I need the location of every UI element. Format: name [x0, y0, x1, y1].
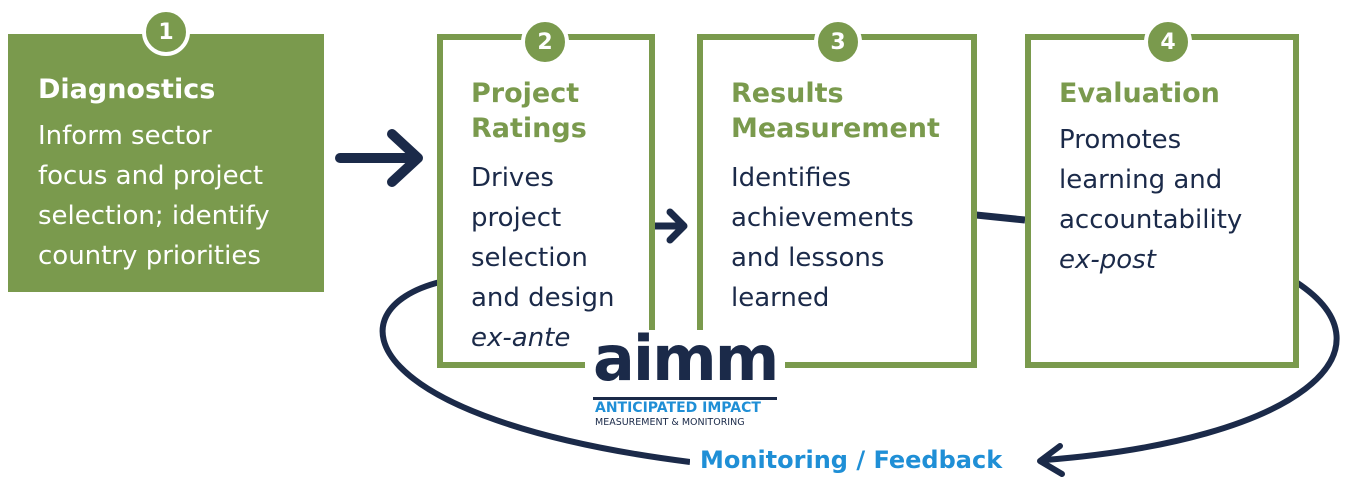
- step-1-desc-line: selection; identify: [38, 201, 270, 231]
- logo-tagline-line-2: MEASUREMENT & MONITORING: [595, 417, 745, 428]
- step-2-desc-line: and design: [471, 283, 615, 313]
- step-4-desc-italic: ex-post: [1059, 245, 1156, 275]
- step-3-badge: 3: [814, 18, 862, 66]
- step-3-title: Results Measurement: [731, 76, 940, 146]
- step-3-desc-line: achievements: [731, 203, 914, 233]
- step-4-desc-line: accountability: [1059, 205, 1243, 235]
- step-1-description: Inform sector focus and project selectio…: [38, 116, 270, 276]
- feedback-loop-line: [379, 279, 691, 465]
- step-1-title: Diagnostics: [38, 74, 216, 105]
- step-3-desc-line: and lessons: [731, 243, 885, 273]
- arrow-1-to-2-head: [387, 129, 423, 187]
- step-2-desc-line: selection: [471, 243, 588, 273]
- step-4-desc-line: Promotes: [1059, 125, 1182, 155]
- step-2-title-line: Ratings: [471, 113, 587, 144]
- step-2-desc-italic: ex-ante: [471, 323, 571, 353]
- step-2-desc-line: project: [471, 203, 562, 233]
- connector-3-to-4: [975, 211, 1026, 224]
- monitoring-feedback-label: Monitoring / Feedback: [690, 446, 1013, 474]
- step-1-desc-line: Inform sector: [38, 121, 212, 151]
- step-4-title: Evaluation: [1059, 78, 1220, 109]
- step-3-desc-line: Identifies: [731, 163, 851, 193]
- step-2-title: Project Ratings: [471, 76, 587, 146]
- step-3-title-line: Results: [731, 78, 844, 109]
- arrow-2-to-3-head: [666, 208, 688, 244]
- logo-wordmark: aimm: [593, 322, 779, 395]
- step-3-desc-line: learned: [731, 283, 830, 313]
- step-1-desc-line: country priorities: [38, 241, 261, 271]
- step-3-results-measurement: Results Measurement Identifies achieveme…: [697, 34, 977, 368]
- step-4-evaluation: Evaluation Promotes learning and account…: [1025, 34, 1299, 368]
- step-2-badge: 2: [521, 18, 569, 66]
- feedback-arrowhead: [1037, 443, 1065, 477]
- logo-rule: [593, 397, 777, 400]
- step-2-project-ratings: Project Ratings Drives project selection…: [437, 34, 655, 368]
- step-3-title-line: Measurement: [731, 113, 940, 144]
- step-2-description: Drives project selection and design ex-a…: [471, 158, 614, 358]
- feedback-loop-line-right: [1044, 279, 1340, 463]
- step-2-desc-line: Drives: [471, 163, 554, 193]
- step-3-description: Identifies achievements and lessons lear…: [731, 158, 914, 318]
- step-2-title-line: Project: [471, 78, 580, 109]
- step-4-description: Promotes learning and accountability ex-…: [1059, 120, 1242, 280]
- aimm-logo: aimm ANTICIPATED IMPACT MEASUREMENT & MO…: [585, 324, 785, 430]
- step-1-badge: 1: [142, 8, 190, 56]
- logo-tagline-line-1: ANTICIPATED IMPACT: [595, 400, 761, 416]
- step-4-badge: 4: [1144, 18, 1192, 66]
- step-4-desc-line: learning and: [1059, 165, 1223, 195]
- step-1-desc-line: focus and project: [38, 161, 264, 191]
- step-1-diagnostics: Diagnostics Inform sector focus and proj…: [8, 34, 324, 292]
